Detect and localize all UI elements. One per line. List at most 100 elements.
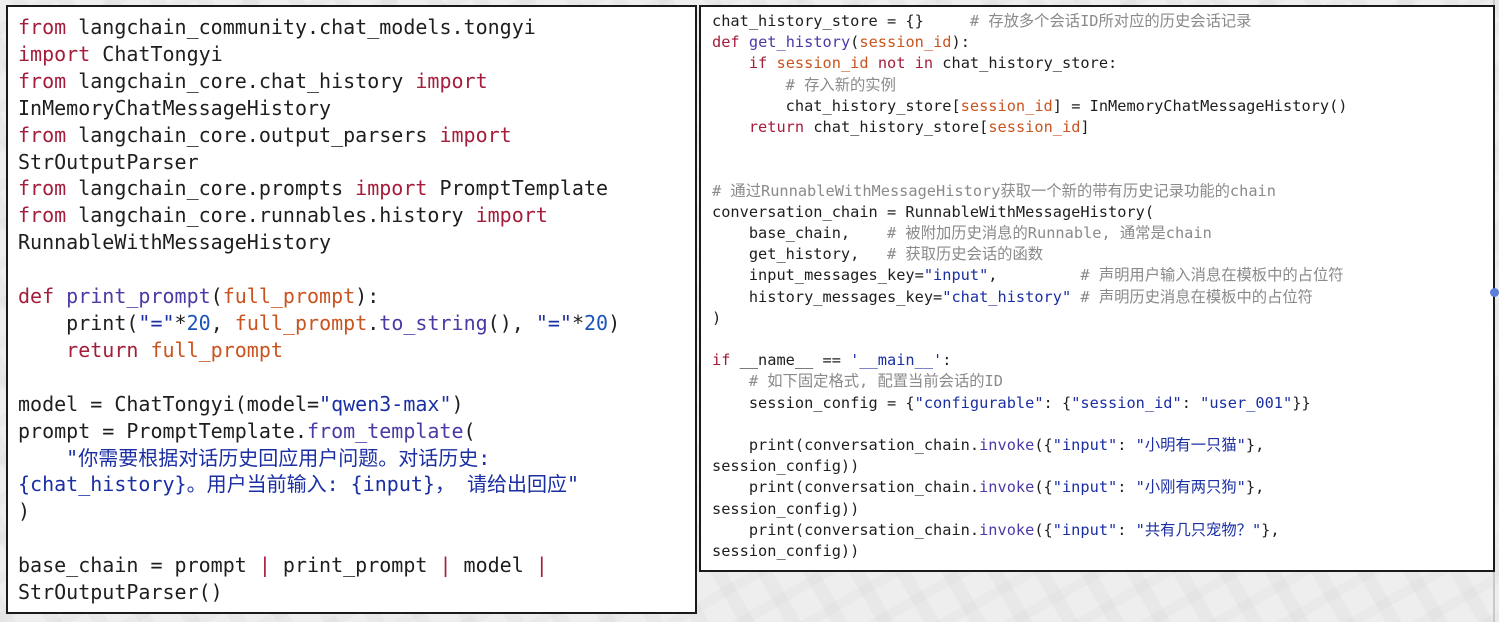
code-line: {chat_history}。用户当前输入: {input}， 请给出回应" — [18, 471, 620, 498]
code-token: # 存入新的实例 — [712, 75, 896, 94]
code-token: full_prompt — [234, 310, 368, 335]
code-token: from — [18, 68, 67, 93]
code-token: : — [1117, 436, 1136, 455]
code-token: ): — [355, 284, 380, 309]
code-line: model = ChatTongyi(model="qwen3-max") — [18, 391, 620, 418]
code-line: base_chain, # 被附加历史消息的Runnable, 通常是chain — [712, 223, 1348, 244]
code-token: # 声明用户输入消息在模板中的占位符 — [1080, 266, 1344, 285]
code-token: session_config)) — [712, 457, 860, 476]
code-token: "user_001" — [1200, 393, 1293, 412]
code-token: session_config = { — [712, 393, 915, 412]
code-token: langchain_core.output_parsers — [66, 122, 440, 147]
code-line: session_config)) — [712, 456, 1348, 477]
code-token: }, — [1245, 478, 1265, 497]
code-token: 20 — [584, 310, 609, 335]
code-line: if __name__ == '__main__': — [712, 350, 1348, 371]
code-line: from langchain_core.runnables.history im… — [18, 202, 620, 229]
code-token: return — [66, 337, 139, 362]
code-token: langchain_community.chat_models.tongyi — [66, 15, 536, 39]
code-token: }} — [1292, 393, 1311, 412]
code-token: import — [415, 68, 488, 93]
code-line: print(conversation_chain.invoke({"input"… — [712, 435, 1348, 456]
code-token: langchain_core.runnables.history — [66, 203, 476, 228]
code-token: : — [1117, 520, 1136, 539]
code-token: ChatTongyi — [90, 41, 223, 66]
code-token: "chat_history" — [942, 287, 1072, 306]
code-line: StrOutputParser — [18, 149, 620, 176]
code-token: (), — [487, 310, 536, 335]
code-line — [712, 414, 1348, 435]
code-line: session_config = {"configurable": {"sess… — [712, 393, 1348, 414]
code-line — [18, 525, 620, 552]
code-token: . — [367, 310, 380, 335]
code-line: from langchain_core.chat_history import — [18, 68, 620, 95]
code-token: get_history — [748, 33, 851, 52]
code-token: chat_history_store[ — [712, 96, 961, 115]
left-code-panel: from langchain_community.chat_models.ton… — [6, 5, 697, 614]
code-token: not in — [877, 54, 934, 73]
code-token: "=" — [535, 310, 572, 335]
code-token: full_prompt — [150, 337, 283, 362]
code-token: __name__ == — [730, 351, 851, 370]
code-token: session_id — [988, 118, 1081, 137]
code-token: import — [439, 122, 512, 147]
code-line: history_messages_key="chat_history" # 声明… — [712, 287, 1348, 308]
code-line: return chat_history_store[session_id] — [712, 117, 1348, 138]
code-token — [869, 54, 878, 72]
code-token: print(conversation_chain. — [712, 478, 980, 497]
code-token: * — [174, 310, 187, 335]
code-token: invoke — [979, 436, 1035, 455]
code-token: from — [18, 122, 67, 147]
code-token: base_chain = prompt — [18, 553, 259, 578]
code-token: ) — [712, 308, 722, 327]
code-line — [712, 159, 1348, 180]
code-line: from langchain_community.chat_models.ton… — [18, 14, 620, 41]
code-token: | — [535, 553, 548, 578]
code-token: "input" — [1052, 520, 1118, 539]
code-token: langchain_core.prompts — [66, 176, 356, 201]
code-token: "qwen3-max" — [319, 391, 452, 416]
code-token: session_id — [960, 96, 1053, 115]
code-token: {chat_history}。用户当前输入: {input}， 请给出回应" — [18, 472, 580, 497]
left-code-block[interactable]: from langchain_community.chat_models.ton… — [18, 14, 620, 606]
code-token: full_prompt — [222, 284, 356, 309]
code-token: PromptTemplate — [427, 176, 609, 201]
code-token: model = ChatTongyi(model= — [18, 391, 320, 416]
code-token: "小明有一只猫" — [1135, 436, 1246, 455]
code-token: model — [451, 553, 536, 578]
code-token: "小刚有两只狗" — [1135, 478, 1246, 497]
resize-handle-icon[interactable] — [1490, 288, 1499, 297]
code-token — [54, 284, 66, 308]
code-token: StrOutputParser — [18, 149, 199, 174]
code-token: "=" — [138, 310, 175, 335]
code-token: base_chain, — [712, 224, 887, 243]
code-token: import — [475, 203, 548, 228]
code-line: # 如下固定格式, 配置当前会话的ID — [712, 371, 1348, 392]
code-token: "你需要根据对话历史回应用户问题。对话历史: — [18, 445, 491, 470]
code-token: : — [1181, 393, 1201, 412]
code-token: chat_history_store: — [933, 54, 1118, 73]
code-token: history_messages_key= — [712, 287, 943, 306]
code-line — [712, 138, 1348, 159]
right-code-block[interactable]: chat_history_store = {} # 存放多个会话ID所对应的历史… — [712, 11, 1348, 562]
code-line: prompt = PromptTemplate.from_template( — [18, 418, 620, 445]
code-line: from langchain_core.prompts import Promp… — [18, 175, 620, 202]
code-token: langchain_core.chat_history — [66, 68, 416, 93]
code-line: return full_prompt — [18, 337, 620, 364]
code-token: conversation_chain = RunnableWithMessage… — [712, 202, 1155, 221]
code-line: InMemoryChatMessageHistory — [18, 95, 620, 122]
code-token: from_template — [306, 418, 464, 443]
code-token: print(conversation_chain. — [712, 520, 980, 539]
code-line: print("="*20, full_prompt.to_string(), "… — [18, 310, 620, 337]
code-token: if — [748, 54, 768, 73]
code-line: RunnableWithMessageHistory — [18, 229, 620, 256]
code-line: base_chain = prompt | print_prompt | mod… — [18, 552, 620, 579]
code-token: return — [748, 118, 805, 137]
code-token: from — [18, 176, 67, 201]
code-token: ({ — [1034, 520, 1053, 539]
code-token: # 存放多个会话ID所对应的历史会话记录 — [969, 12, 1252, 30]
code-token: }, — [1261, 520, 1280, 539]
code-token: session_id — [776, 54, 869, 73]
code-line: "你需要根据对话历史回应用户问题。对话历史: — [18, 445, 620, 472]
code-token: 20 — [186, 310, 211, 335]
